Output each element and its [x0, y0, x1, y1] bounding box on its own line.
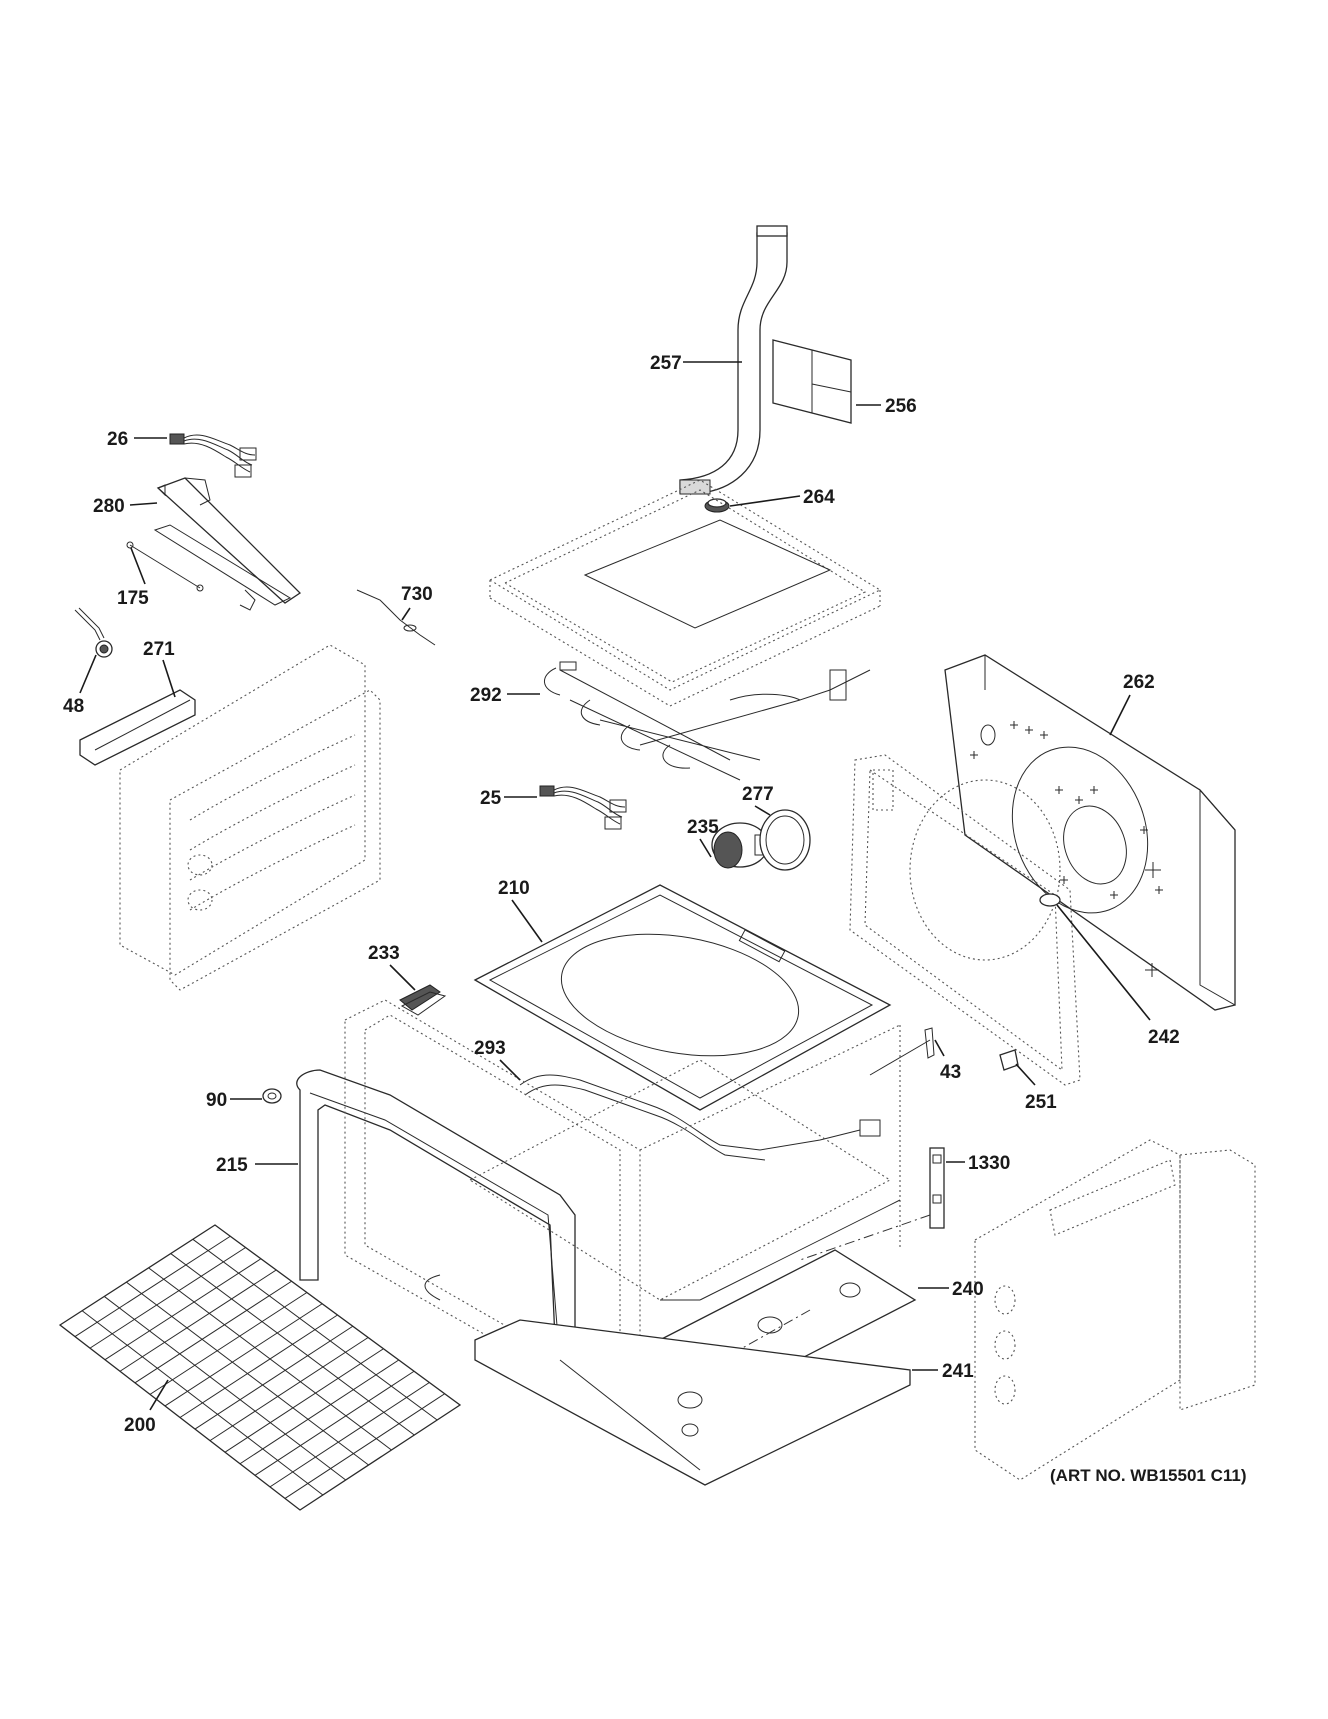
rack-wire [164, 1303, 323, 1407]
part-292-broil-element [544, 661, 871, 781]
callout-256: 256 [885, 396, 917, 417]
rack-wire [194, 1325, 354, 1430]
callout-264: 264 [803, 487, 835, 508]
rack-wire [119, 1269, 277, 1372]
part-25-wire-harness [539, 785, 627, 830]
part-1330-hinge [929, 1147, 945, 1229]
leader-lines [79, 361, 1151, 1411]
part-251-clip [999, 1049, 1019, 1071]
rack-wire [269, 1382, 430, 1488]
rack-crossbar [81, 1310, 324, 1496]
callout-730: 730 [401, 584, 433, 605]
callout-233: 233 [368, 943, 400, 964]
part-235-convection-fan [711, 822, 781, 869]
callout-43: 43 [940, 1062, 961, 1083]
callout-175: 175 [117, 588, 149, 609]
rack-wire [104, 1258, 262, 1361]
callout-26: 26 [107, 429, 128, 450]
callout-235: 235 [687, 817, 719, 838]
rack-wire [89, 1247, 246, 1349]
callout-241: 241 [942, 1361, 974, 1382]
rack-wire [134, 1280, 292, 1384]
rack-wire [224, 1348, 384, 1453]
callout-280: 280 [93, 496, 125, 517]
part-730-sensor [356, 589, 436, 646]
callout-271: 271 [143, 639, 175, 660]
part-26-wire-harness [169, 433, 257, 478]
callout-210: 210 [498, 878, 530, 899]
callout-292: 292 [470, 685, 502, 706]
part-257-vent-duct [679, 225, 788, 495]
part-233-switch [399, 984, 447, 1016]
assembly-line-hinge [799, 1214, 931, 1261]
part-271-bracket [79, 689, 196, 766]
part-48-connector [74, 607, 113, 658]
rack-crossbar [170, 1253, 415, 1436]
callout-48: 48 [63, 696, 84, 717]
callout-240: 240 [952, 1279, 984, 1300]
left-side-panel [119, 644, 381, 991]
callout-257: 257 [650, 353, 682, 374]
rack-wire [209, 1337, 369, 1442]
art-number: (ART NO. WB15501 C11) [1050, 1466, 1247, 1485]
rack-crossbar [192, 1238, 438, 1421]
callout-293: 293 [474, 1038, 506, 1059]
rack-wire [284, 1393, 445, 1499]
callout-1330: 1330 [968, 1153, 1010, 1174]
part-293-bake-element [519, 1074, 881, 1161]
oven-top-panel [488, 479, 882, 707]
rack-wire [179, 1314, 338, 1418]
rack-crossbar [148, 1267, 392, 1451]
callout-277: 277 [742, 784, 774, 805]
rack-wire [74, 1235, 231, 1337]
rack-wire [254, 1370, 415, 1476]
callout-262: 262 [1123, 672, 1155, 693]
part-241-oven-floor [474, 1319, 911, 1486]
callout-90: 90 [206, 1090, 227, 1111]
callout-labels: 257 256 26 280 264 175 730 271 48 292 26… [63, 353, 1247, 1485]
callout-242: 242 [1148, 1027, 1180, 1048]
part-256-shield [772, 339, 852, 424]
part-262-insulation [944, 654, 1236, 1011]
part-200-oven-rack [58, 1224, 462, 1511]
rack-crossbar [103, 1296, 347, 1481]
part-215-door-gasket [296, 1069, 576, 1346]
rack-wire [149, 1292, 308, 1395]
callout-200: 200 [124, 1415, 156, 1436]
rear-panel [849, 754, 1081, 1086]
callout-25: 25 [480, 788, 502, 809]
part-277-gasket [759, 809, 811, 871]
rack-wire [239, 1359, 400, 1465]
part-280-bracket [153, 477, 302, 611]
rack-crossbar [126, 1281, 369, 1466]
part-43-probe [869, 1027, 935, 1076]
callout-215: 215 [216, 1155, 248, 1176]
callout-251: 251 [1025, 1092, 1057, 1113]
part-210-cavity-frame [473, 884, 892, 1111]
part-175-rod [126, 541, 204, 592]
part-90-bumper [262, 1088, 282, 1104]
right-side-panel [974, 1139, 1256, 1481]
